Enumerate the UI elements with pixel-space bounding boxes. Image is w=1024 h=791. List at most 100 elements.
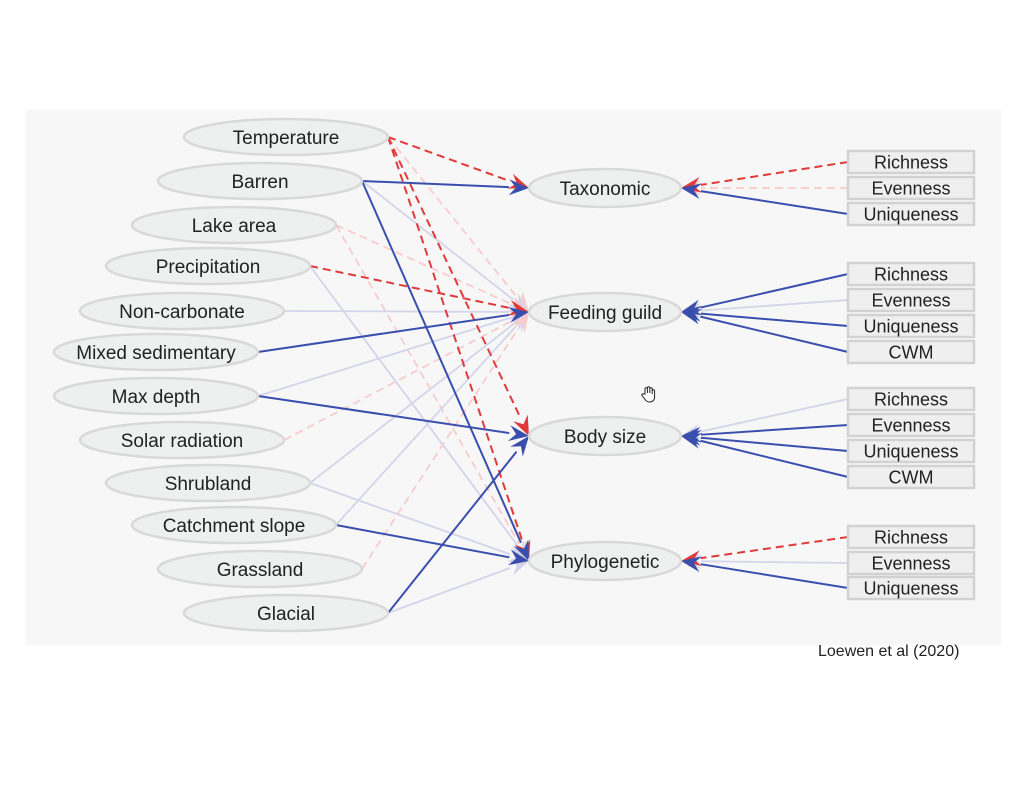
- edge-temperature-to-phylogenetic-line: [387, 136, 524, 543]
- edge-uniqueness-to-taxonomic: [681, 183, 849, 215]
- predictor-ellipse: [78, 420, 286, 460]
- edge-mixed_sedimentary-to-feeding_guild-arrowhead: [508, 307, 529, 323]
- predictor-node-precipitation: Precipitation: [104, 246, 312, 286]
- metric-box-rect: [846, 524, 976, 550]
- predictor-ellipse: [156, 549, 364, 589]
- edge-barren-to-taxonomic-arrowhead: [508, 179, 529, 196]
- facet-node-taxonomic: Taxonomic: [527, 167, 683, 209]
- edge-richness-to-taxonomic-line: [700, 161, 849, 186]
- edge-max_depth-to-body_size-arrowhead: [508, 425, 529, 441]
- metric-label: Uniqueness: [863, 579, 958, 599]
- metric-box-rect: [846, 261, 976, 287]
- predictor-ellipse: [182, 117, 390, 157]
- metric-box-rect: [846, 550, 976, 576]
- metric-box-rect: [846, 201, 976, 227]
- metric-box-body_size-cwm: CWM: [846, 464, 976, 490]
- edge-richness-to-phylogenetic-line: [700, 536, 849, 560]
- predictor-label: Max depth: [112, 387, 201, 408]
- predictor-node-temperature: Temperature: [182, 117, 390, 157]
- predictor-label: Solar radiation: [121, 431, 244, 452]
- edge-evenness-to-phylogenetic-line: [700, 560, 849, 564]
- metric-label: Uniqueness: [863, 317, 958, 337]
- metric-box-body_size-richness: Richness: [846, 386, 976, 412]
- edge-grassland-to-feeding_guild-line: [361, 328, 519, 570]
- edge-cwm-to-feeding_guild: [681, 308, 849, 353]
- edge-precipitation-to-feeding_guild: [309, 265, 529, 316]
- edge-grassland-to-feeding_guild: [361, 312, 529, 570]
- predictor-node-lake_area: Lake area: [130, 205, 338, 245]
- edge-uniqueness-to-taxonomic-arrowhead: [681, 183, 702, 199]
- metric-label: Richness: [874, 528, 948, 548]
- facet-ellipse: [527, 540, 683, 582]
- metric-box-rect: [846, 412, 976, 438]
- predictor-ellipse: [52, 376, 260, 416]
- edge-uniqueness-to-body_size: [681, 429, 849, 452]
- edge-mixed_sedimentary-to-feeding_guild: [257, 307, 529, 353]
- predictor-label: Catchment slope: [163, 516, 306, 537]
- edge-glacial-to-body_size-line: [387, 451, 518, 614]
- edge-cwm-to-body_size: [681, 433, 849, 478]
- metric-box-phylogenetic-richness: Richness: [846, 524, 976, 550]
- metric-box-phylogenetic-uniqueness: Uniqueness: [846, 575, 976, 601]
- edge-catchment_slope-to-phylogenetic: [335, 524, 529, 566]
- predictor-ellipse: [182, 593, 390, 633]
- credit-text: Loewen et al (2020): [818, 643, 960, 660]
- facet-ellipse: [527, 291, 683, 333]
- metric-box-taxonomic-evenness: Evenness: [846, 175, 976, 201]
- edge-mixed_sedimentary-to-feeding_guild-line: [257, 313, 510, 353]
- metric-label: Evenness: [871, 416, 950, 436]
- metric-label: Richness: [874, 390, 948, 410]
- predictor-node-non_carbonate: Non-carbonate: [78, 291, 286, 331]
- edge-max_depth-to-body_size-line: [257, 395, 510, 435]
- edge-barren-to-feeding_guild: [361, 180, 529, 312]
- predictor-node-solar_radiation: Solar radiation: [78, 420, 286, 460]
- predictor-label: Precipitation: [156, 257, 261, 278]
- predictor-label: Non-carbonate: [119, 302, 245, 323]
- edge-lake_area-to-phylogenetic-line: [335, 224, 520, 545]
- metric-label: Evenness: [871, 291, 950, 311]
- edge-shrubland-to-feeding_guild-line: [309, 323, 514, 484]
- edge-temperature-to-body_size-line: [387, 136, 522, 419]
- edge-evenness-to-body_size-line: [700, 424, 849, 436]
- metric-box-phylogenetic-evenness: Evenness: [846, 550, 976, 576]
- hand-cursor-icon: [641, 386, 656, 403]
- metric-box-rect: [846, 149, 976, 175]
- predictor-ellipse: [130, 205, 338, 245]
- metric-box-rect: [846, 287, 976, 313]
- edge-evenness-to-body_size: [681, 424, 849, 443]
- predictor-label: Mixed sedimentary: [76, 343, 236, 364]
- predictor-label: Temperature: [233, 128, 340, 149]
- edge-max_depth-to-feeding_guild-line: [257, 317, 511, 397]
- metric-box-rect: [846, 339, 976, 365]
- facet-label: Feeding guild: [548, 303, 662, 324]
- edge-catchment_slope-to-phylogenetic-arrowhead: [507, 549, 529, 566]
- edge-barren-to-taxonomic-line: [361, 180, 510, 189]
- facet-ellipse: [527, 167, 683, 209]
- edge-barren-to-taxonomic: [361, 179, 529, 196]
- predictor-ellipse: [156, 161, 364, 201]
- metric-label: Evenness: [871, 179, 950, 199]
- edge-glacial-to-body_size: [387, 436, 529, 614]
- edge-glacial-to-body_size-arrowhead: [510, 436, 529, 457]
- metric-box-feeding_guild-uniqueness: Uniqueness: [846, 313, 976, 339]
- predictor-node-catchment_slope: Catchment slope: [130, 505, 338, 545]
- edge-uniqueness-to-feeding_guild-line: [700, 312, 849, 327]
- edges-layer: [257, 136, 849, 614]
- edge-non_carbonate-to-feeding_guild-line: [283, 310, 510, 313]
- predictor-node-grassland: Grassland: [156, 549, 364, 589]
- metric-label: CWM: [889, 343, 934, 363]
- edge-glacial-to-phylogenetic-arrowhead: [507, 560, 529, 576]
- predictor-label: Glacial: [257, 604, 315, 625]
- edge-evenness-to-taxonomic: [681, 180, 848, 196]
- metric-box-taxonomic-richness: Richness: [846, 149, 976, 175]
- edge-shrubland-to-feeding_guild: [309, 312, 529, 484]
- metric-box-taxonomic-uniqueness: Uniqueness: [846, 201, 976, 227]
- edge-richness-to-body_size-line: [700, 398, 849, 433]
- edge-precipitation-to-feeding_guild-line: [309, 265, 510, 309]
- metric-box-rect: [846, 175, 976, 201]
- facet-label: Taxonomic: [560, 179, 651, 200]
- edge-grassland-to-feeding_guild-arrowhead: [511, 312, 529, 334]
- edge-evenness-to-feeding_guild: [681, 299, 849, 319]
